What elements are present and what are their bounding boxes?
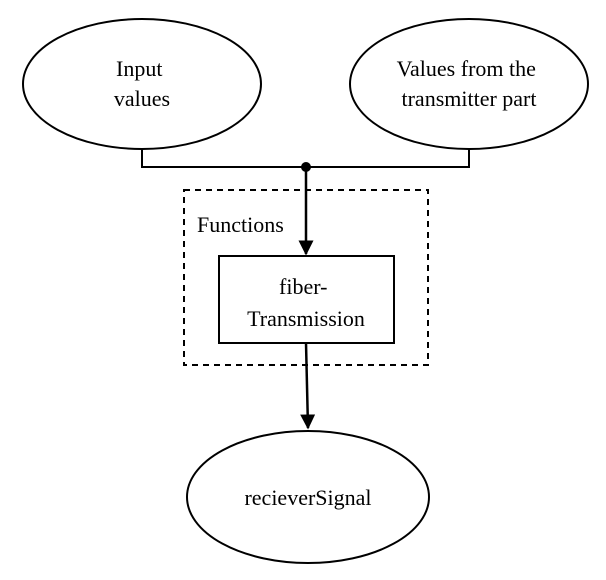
input-values-label: Input values bbox=[114, 56, 170, 111]
transmitter-merge-connector bbox=[306, 149, 470, 168]
reciever-signal-node bbox=[186, 430, 430, 564]
input-values-node bbox=[22, 18, 262, 150]
input-values-label-line2: values bbox=[114, 86, 170, 111]
fiber-transmission-label-line2: Transmission bbox=[247, 306, 365, 331]
transmitter-values-label-line2: transmitter part bbox=[401, 86, 536, 111]
functions-group-label: Functions bbox=[197, 212, 284, 237]
transmitter-values-node bbox=[349, 18, 589, 150]
fiber-transmission-label-line1: fiber- bbox=[279, 274, 327, 299]
process-to-output-arrow bbox=[300, 342, 316, 430]
input-values-label-line1: Input bbox=[116, 56, 162, 81]
transmitter-values-label-line1: Values from the bbox=[397, 56, 536, 81]
transmitter-values-label: Values from the transmitter part bbox=[397, 56, 542, 111]
input-merge-connector bbox=[141, 149, 306, 168]
reciever-signal-label: recieverSignal bbox=[244, 485, 371, 510]
fiber-transmission-label: fiber- Transmission bbox=[247, 274, 365, 331]
